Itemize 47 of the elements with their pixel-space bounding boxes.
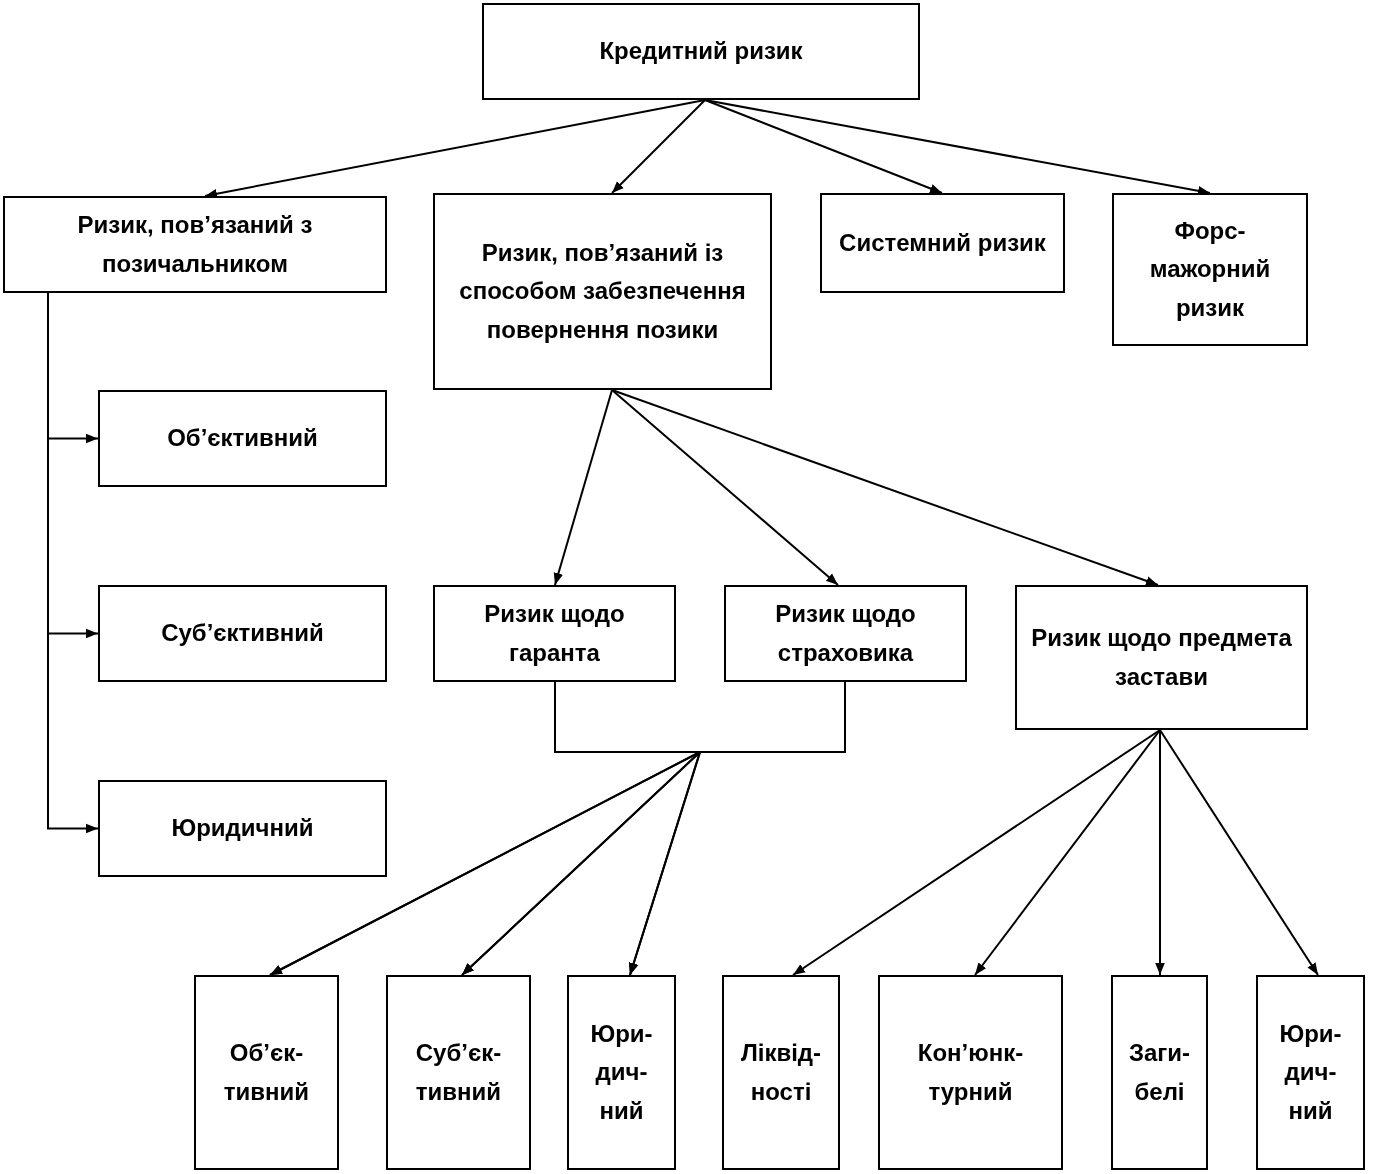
arrow — [1159, 729, 1319, 976]
arrow — [553, 389, 613, 586]
arrow — [704, 99, 943, 194]
arrow — [1155, 729, 1165, 976]
category-box — [98, 390, 387, 487]
category-box — [724, 585, 967, 682]
box-label: Ризик щодо гаранта — [483, 599, 626, 668]
arrow — [704, 99, 1211, 196]
arrow — [792, 729, 1161, 976]
arrow — [974, 729, 1161, 976]
category-box — [433, 585, 676, 682]
category-box — [98, 780, 387, 877]
arrow — [611, 389, 1159, 586]
category-box — [1111, 975, 1208, 1170]
category-box — [433, 193, 772, 390]
category-box — [3, 196, 387, 293]
box-label: Ризик щодо страховика — [774, 599, 917, 668]
category-box — [98, 585, 387, 682]
box-label: Суб’єктивний — [161, 618, 324, 649]
category-box — [820, 193, 1065, 293]
category-box — [722, 975, 840, 1170]
category-box — [386, 975, 531, 1170]
box-label: Ризик щодо предмета застави — [1030, 623, 1293, 692]
box-label: Об’єктивний — [167, 423, 318, 454]
box-label: Ризик, пов’язаний із способом забезпечення повернення позики — [458, 237, 747, 345]
arrow — [611, 99, 706, 194]
arrow — [611, 389, 839, 586]
box-label: Юри- дич- ний — [1278, 1018, 1343, 1126]
box-label: Ліквід- ності — [739, 1038, 823, 1107]
category-box — [567, 975, 676, 1170]
box-label: Системний ризик — [839, 227, 1046, 258]
box-label: Юри- дич- ний — [589, 1018, 654, 1126]
box-label: Кон’юнк- турний — [916, 1038, 1025, 1107]
category-box — [1112, 193, 1308, 346]
box-label: Форс- мажорний ризик — [1148, 215, 1272, 323]
category-box — [194, 975, 339, 1170]
category-box — [482, 3, 920, 100]
category-box — [878, 975, 1063, 1170]
box-label: Ризик, пов’язаний з позичальником — [76, 210, 314, 279]
box-label: Заги- белі — [1127, 1038, 1192, 1107]
box-label: Юридичний — [171, 813, 314, 844]
category-box — [1256, 975, 1365, 1170]
arrow — [204, 99, 706, 199]
box-label: Об’єк- тивний — [222, 1038, 311, 1107]
box-label: Суб’єк- тивний — [414, 1038, 503, 1107]
box-label: Кредитний ризик — [599, 36, 803, 67]
category-box — [1015, 585, 1308, 730]
